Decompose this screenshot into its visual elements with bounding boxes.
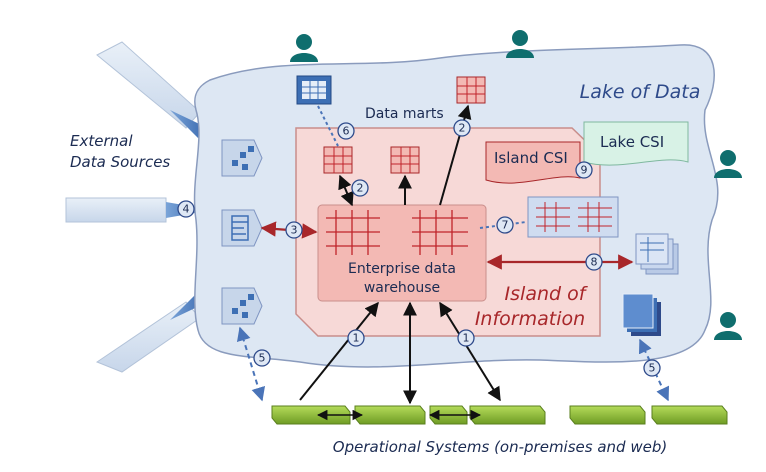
chart-icon	[296, 75, 332, 105]
marker-5	[643, 359, 661, 377]
stack-icon	[622, 293, 661, 336]
enterprise-data-warehouse: Enterprise data warehouse	[317, 204, 487, 302]
edw-label-line1: Enterprise data	[348, 261, 456, 277]
marker-9-text: 9	[581, 164, 588, 177]
external-pipes	[65, 41, 212, 373]
marker-9	[575, 161, 593, 179]
marker-1	[347, 329, 365, 347]
person-icon	[290, 34, 318, 62]
table-icon	[323, 146, 353, 174]
lake-title: Lake of Data	[580, 81, 701, 103]
lake-csi-note: Lake CSI	[583, 121, 689, 166]
data-marts-label: Data marts	[365, 106, 444, 122]
external-label-line1: External	[70, 132, 133, 150]
marker-2	[453, 119, 471, 137]
lake-csi-label: Lake CSI	[600, 133, 664, 151]
marker-7	[496, 216, 514, 234]
marker-1-text: 1	[463, 332, 470, 345]
marker-5-text: 5	[259, 352, 266, 365]
person-icon	[506, 30, 534, 58]
marker-3-text: 3	[291, 224, 298, 237]
stack-icon	[635, 233, 679, 275]
person-icon	[714, 150, 742, 178]
marker-8	[585, 253, 603, 271]
marker-3	[285, 221, 303, 239]
marker-4	[177, 200, 195, 218]
marker-2	[351, 179, 369, 197]
edw-label-line2: warehouse	[364, 280, 440, 296]
marker-7-text: 7	[502, 219, 509, 232]
external-label-line2: Data Sources	[70, 153, 170, 171]
hierarchy-icon	[221, 287, 263, 325]
island-csi-note: Island CSI	[485, 141, 581, 184]
island-label-line2: Information	[475, 308, 585, 330]
marker-2-text: 2	[459, 122, 466, 135]
marker-6-text: 6	[343, 125, 350, 138]
marker-8-text: 8	[591, 256, 598, 269]
marker-5-text: 5	[649, 362, 656, 375]
hierarchy-icon	[221, 209, 263, 247]
table-icon	[456, 76, 486, 104]
island-csi-label: Island CSI	[494, 149, 568, 167]
marker-5	[253, 349, 271, 367]
person-icon	[714, 312, 742, 340]
marker-2-text: 2	[357, 182, 364, 195]
marker-1-text: 1	[353, 332, 360, 345]
island-label-line1: Island of	[505, 283, 589, 305]
marker-1	[457, 329, 475, 347]
operational-systems-label: Operational Systems (on-premises and web…	[333, 438, 667, 456]
table-icon	[390, 146, 420, 174]
hierarchy-icon	[221, 139, 263, 177]
table-icon	[527, 196, 619, 238]
marker-6	[337, 122, 355, 140]
marker-4-text: 4	[183, 203, 190, 216]
